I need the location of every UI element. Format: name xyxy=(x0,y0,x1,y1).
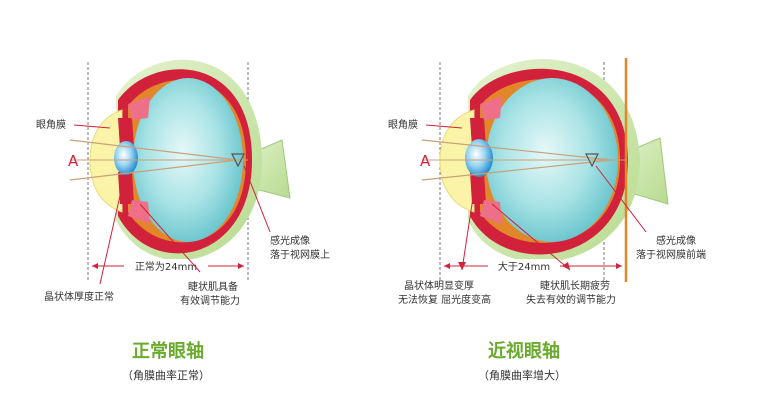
myopia-lens xyxy=(465,139,493,177)
normal-image-leader xyxy=(243,165,271,233)
myopia-image-label-2: 落于视网膜前端 xyxy=(636,248,706,261)
normal-ray-bottom xyxy=(69,159,239,181)
myopia-iris-bottom xyxy=(470,172,486,204)
normal-axis-length: 正常为24mm xyxy=(135,260,197,273)
myopia-title: 近视眼轴 xyxy=(488,340,560,362)
myopia-axis-length: 大于24mm xyxy=(498,260,550,273)
normal-muscle-leader xyxy=(139,203,201,273)
normal-lens-label: 晶状体厚度正常 xyxy=(44,290,114,303)
normal-cornea-leader xyxy=(73,124,111,129)
normal-cornea-label: 眼角膜 xyxy=(36,119,66,131)
myopia-ray-top xyxy=(421,139,613,161)
myopia-point-a: A xyxy=(420,152,431,170)
normal-title: 正常眼轴 xyxy=(132,340,204,362)
normal-subtitle: （角膜曲率正常） xyxy=(122,368,210,382)
normal-eye-group: 眼角膜 A 正常为24mm 晶状体厚度正常 睫状肌具备 有效调节能力 感光成像 … xyxy=(36,59,330,382)
normal-ray-top xyxy=(69,139,239,161)
myopia-muscle-leader xyxy=(491,203,571,271)
myopia-lens-label-2: 无法恢复 屈光度变高 xyxy=(398,293,491,306)
myopia-ray-bottom xyxy=(421,159,613,181)
normal-ciliary-top xyxy=(128,96,150,120)
myopia-axis-arrowhead-left xyxy=(444,263,450,269)
myopia-muscle-label-1: 睫状肌长期疲劳 xyxy=(540,279,610,292)
normal-axis-arrowhead-left xyxy=(92,263,98,269)
normal-iris-bottom xyxy=(118,172,134,204)
normal-ciliary-bottom xyxy=(128,200,150,224)
normal-axis-label-bg xyxy=(124,259,208,273)
myopia-lens-label-1: 晶状体明显变厚 xyxy=(404,279,474,292)
myopia-ciliary-top xyxy=(480,96,502,120)
myopia-subtitle: （角膜曲率增大） xyxy=(478,368,566,382)
normal-point-a: A xyxy=(68,152,79,170)
normal-lens xyxy=(114,141,138,175)
normal-iris-top xyxy=(118,118,134,148)
myopia-image-leader xyxy=(595,165,647,233)
normal-image-label-1: 感光成像 xyxy=(270,234,310,247)
normal-focus-marker xyxy=(231,153,245,168)
myopia-cornea-label: 眼角膜 xyxy=(388,119,418,131)
myopia-image-label-1: 感光成像 xyxy=(656,234,696,247)
myopia-lens-arrowhead xyxy=(458,262,466,270)
myopia-cornea-leader xyxy=(425,124,463,129)
normal-image-label-2: 落于视网膜上 xyxy=(270,248,330,261)
normal-muscle-label-2: 有效调节能力 xyxy=(180,294,240,307)
myopia-axis-label-bg xyxy=(488,259,560,273)
myopia-focus-marker xyxy=(585,153,599,168)
normal-lens-leader xyxy=(99,177,125,285)
myopia-muscle-label-2: 失去有效的调节能力 xyxy=(526,293,616,306)
myopia-muscle-arrowhead xyxy=(562,262,570,270)
normal-muscle-label-1: 睫状肌具备 xyxy=(188,280,238,293)
myopia-eye-group: 眼角膜 A 大于24mm 晶状体明显变厚 无法恢复 屈光度变高 睫状肌长期疲劳 … xyxy=(388,58,706,382)
myopia-ciliary-bottom xyxy=(480,200,502,224)
normal-axis-arrowhead-right xyxy=(238,263,244,269)
myopia-lens-leader xyxy=(461,177,477,271)
myopia-axis-arrowhead-right xyxy=(616,263,622,269)
